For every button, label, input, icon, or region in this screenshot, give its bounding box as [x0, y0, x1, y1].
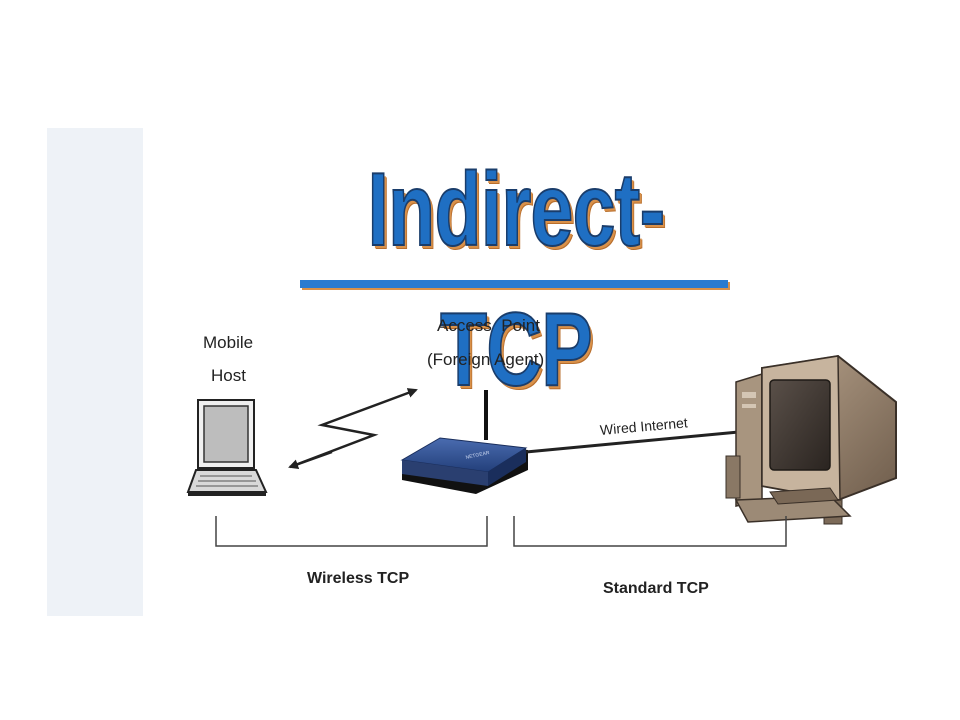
laptop-icon — [186, 399, 268, 496]
mobile-host-label-line2: Host — [211, 366, 246, 385]
wireless-segment-label: Wireless TCP — [307, 570, 410, 587]
wired-link — [525, 428, 761, 454]
mobile-host-label-line1: Mobile — [203, 333, 254, 352]
desktop-computer-icon — [725, 354, 897, 525]
side-panel — [47, 128, 143, 616]
standard-segment-bracket — [513, 516, 787, 547]
access-point-label-line2: (Foreign Agent) — [427, 350, 545, 369]
title-underline — [300, 280, 728, 288]
access-point-router-icon: NETGEAR — [400, 390, 528, 494]
standard-segment-label: Standard TCP — [603, 580, 709, 597]
router-brand-text: NETGEAR — [465, 450, 490, 461]
wireless-link — [288, 388, 418, 470]
title-block: Indirect-TCP — [296, 140, 736, 409]
slide-title: Indirect-TCP — [367, 151, 666, 409]
access-point-label-line1: Access Point — [437, 316, 540, 335]
wireless-segment-bracket — [215, 516, 488, 547]
